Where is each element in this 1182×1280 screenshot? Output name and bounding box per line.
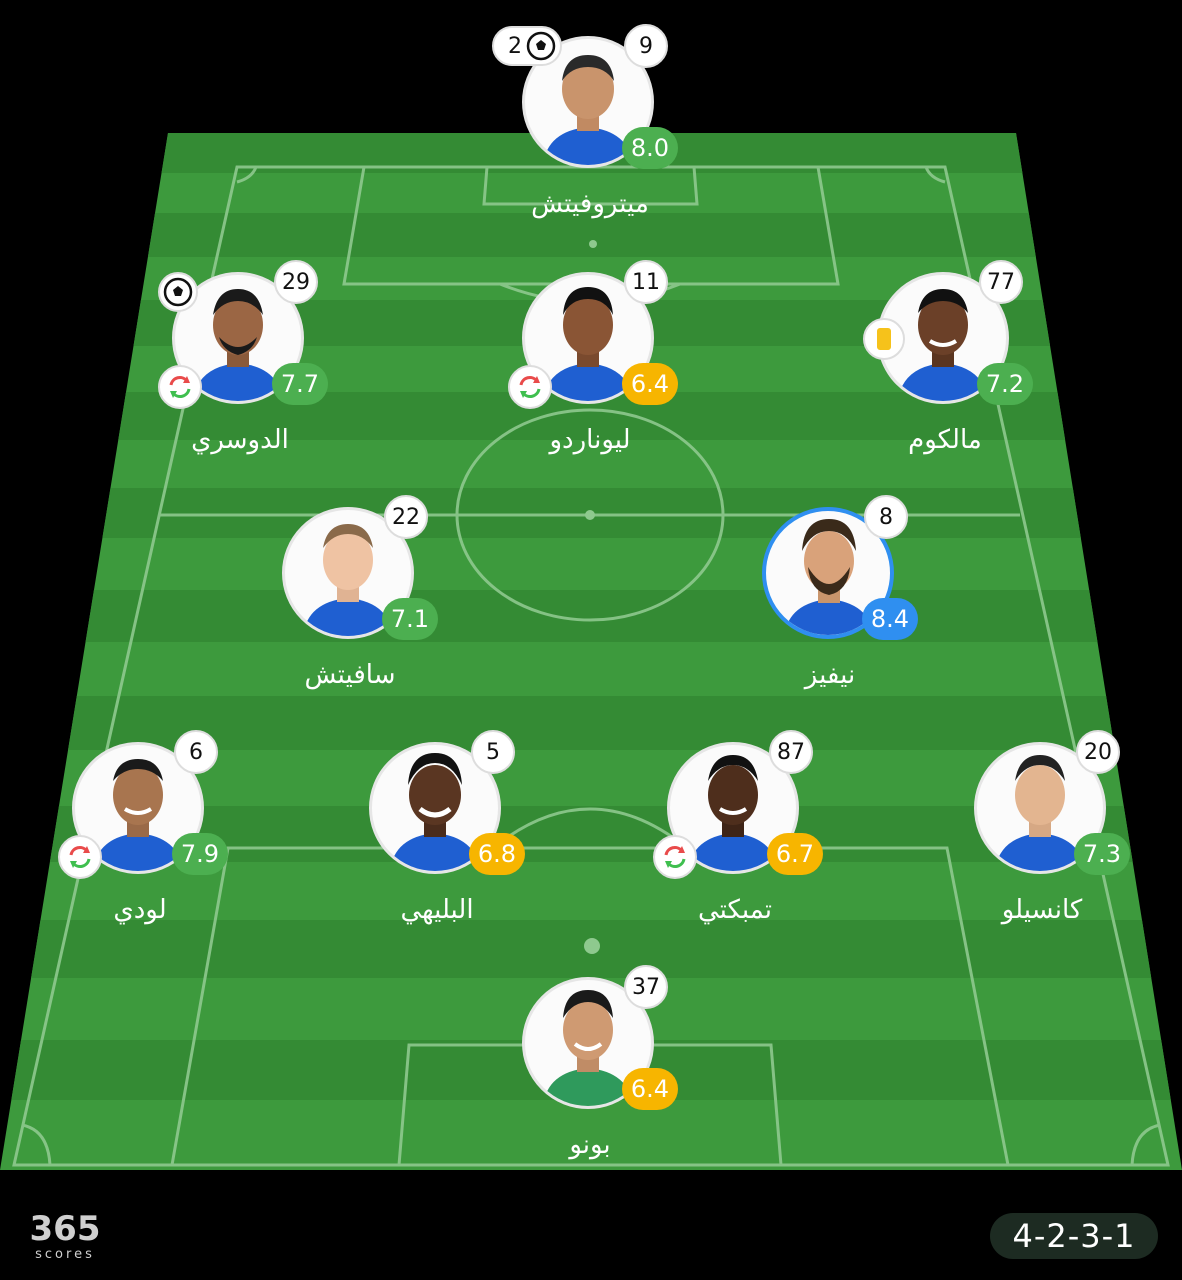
- shirt-number: 37: [624, 965, 668, 1009]
- substitution-icon: [653, 835, 697, 879]
- logo-sub: scores: [35, 1247, 95, 1262]
- rating-badge: 7.2: [977, 363, 1033, 405]
- shirt-number: 9: [624, 24, 668, 68]
- substitution-icon: [158, 365, 202, 409]
- shirt-number: 11: [624, 260, 668, 304]
- formation-badge: 4-2-3-1: [990, 1213, 1158, 1259]
- rating-badge: 8.0: [622, 127, 678, 169]
- player-card-tambakti[interactable]: 87 6.7 تمبكتي: [653, 730, 823, 925]
- player-card-leonardo[interactable]: 11 6.4 ليوناردو: [508, 260, 678, 455]
- football-icon: [526, 31, 556, 61]
- player-name: كانسيلو: [1001, 895, 1083, 925]
- shirt-number: 20: [1076, 730, 1120, 774]
- player-card-cancelo[interactable]: 20 7.3 كانسيلو: [972, 730, 1130, 925]
- 365scores-logo: 365 scores: [20, 1208, 110, 1264]
- shirt-number: 77: [979, 260, 1023, 304]
- player-name: نيفيز: [804, 660, 856, 690]
- rating-badge: 7.3: [1074, 833, 1130, 875]
- shirt-number: 5: [471, 730, 515, 774]
- shirt-number: 87: [769, 730, 813, 774]
- player-card-neves[interactable]: 8 8.4 نيفيز: [760, 495, 918, 690]
- rating-badge: 7.1: [382, 598, 438, 640]
- player-card-albulayhi[interactable]: 5 6.8 البليهي: [367, 730, 525, 925]
- player-name: تمبكتي: [698, 895, 772, 925]
- shirt-number: 29: [274, 260, 318, 304]
- football-icon: [158, 272, 198, 312]
- player-name: ميتروفيتش: [531, 189, 649, 219]
- shirt-number: 22: [384, 495, 428, 539]
- goal-count: 2: [508, 33, 522, 59]
- player-card-lodi[interactable]: 6 7.9 لودي: [58, 730, 228, 925]
- player-name: بونو: [569, 1130, 611, 1160]
- player-name: ليوناردو: [549, 425, 631, 455]
- substitution-icon: [508, 365, 552, 409]
- player-name: البليهي: [400, 895, 474, 925]
- yellow-card-icon: [863, 318, 905, 360]
- logo-mark: 365: [30, 1209, 101, 1249]
- player-name: لودي: [113, 895, 167, 925]
- player-name: الدوسري: [191, 425, 289, 455]
- rating-badge: 8.4: [862, 598, 918, 640]
- shirt-number: 6: [174, 730, 218, 774]
- shirt-number: 8: [864, 495, 908, 539]
- rating-badge: 6.4: [622, 1068, 678, 1110]
- player-name: سافيتش: [304, 660, 396, 690]
- substitution-icon: [58, 835, 102, 879]
- rating-badge: 6.8: [469, 833, 525, 875]
- rating-badge: 6.4: [622, 363, 678, 405]
- player-card-malcom[interactable]: 77 7.2 مالكوم: [863, 260, 1033, 455]
- rating-badge: 7.7: [272, 363, 328, 405]
- player-card-mitrovic[interactable]: 2 9 8.0 ميتروفيتش: [492, 24, 678, 219]
- goal-count-badge: 2: [492, 26, 562, 66]
- rating-badge: 6.7: [767, 833, 823, 875]
- player-card-bono[interactable]: 37 6.4 بونو: [520, 965, 678, 1160]
- rating-badge: 7.9: [172, 833, 228, 875]
- player-card-savic[interactable]: 22 7.1 سافيتش: [280, 495, 438, 690]
- player-card-aldawsari[interactable]: 29 7.7 الدوسري: [158, 260, 328, 455]
- player-name: مالكوم: [908, 425, 982, 455]
